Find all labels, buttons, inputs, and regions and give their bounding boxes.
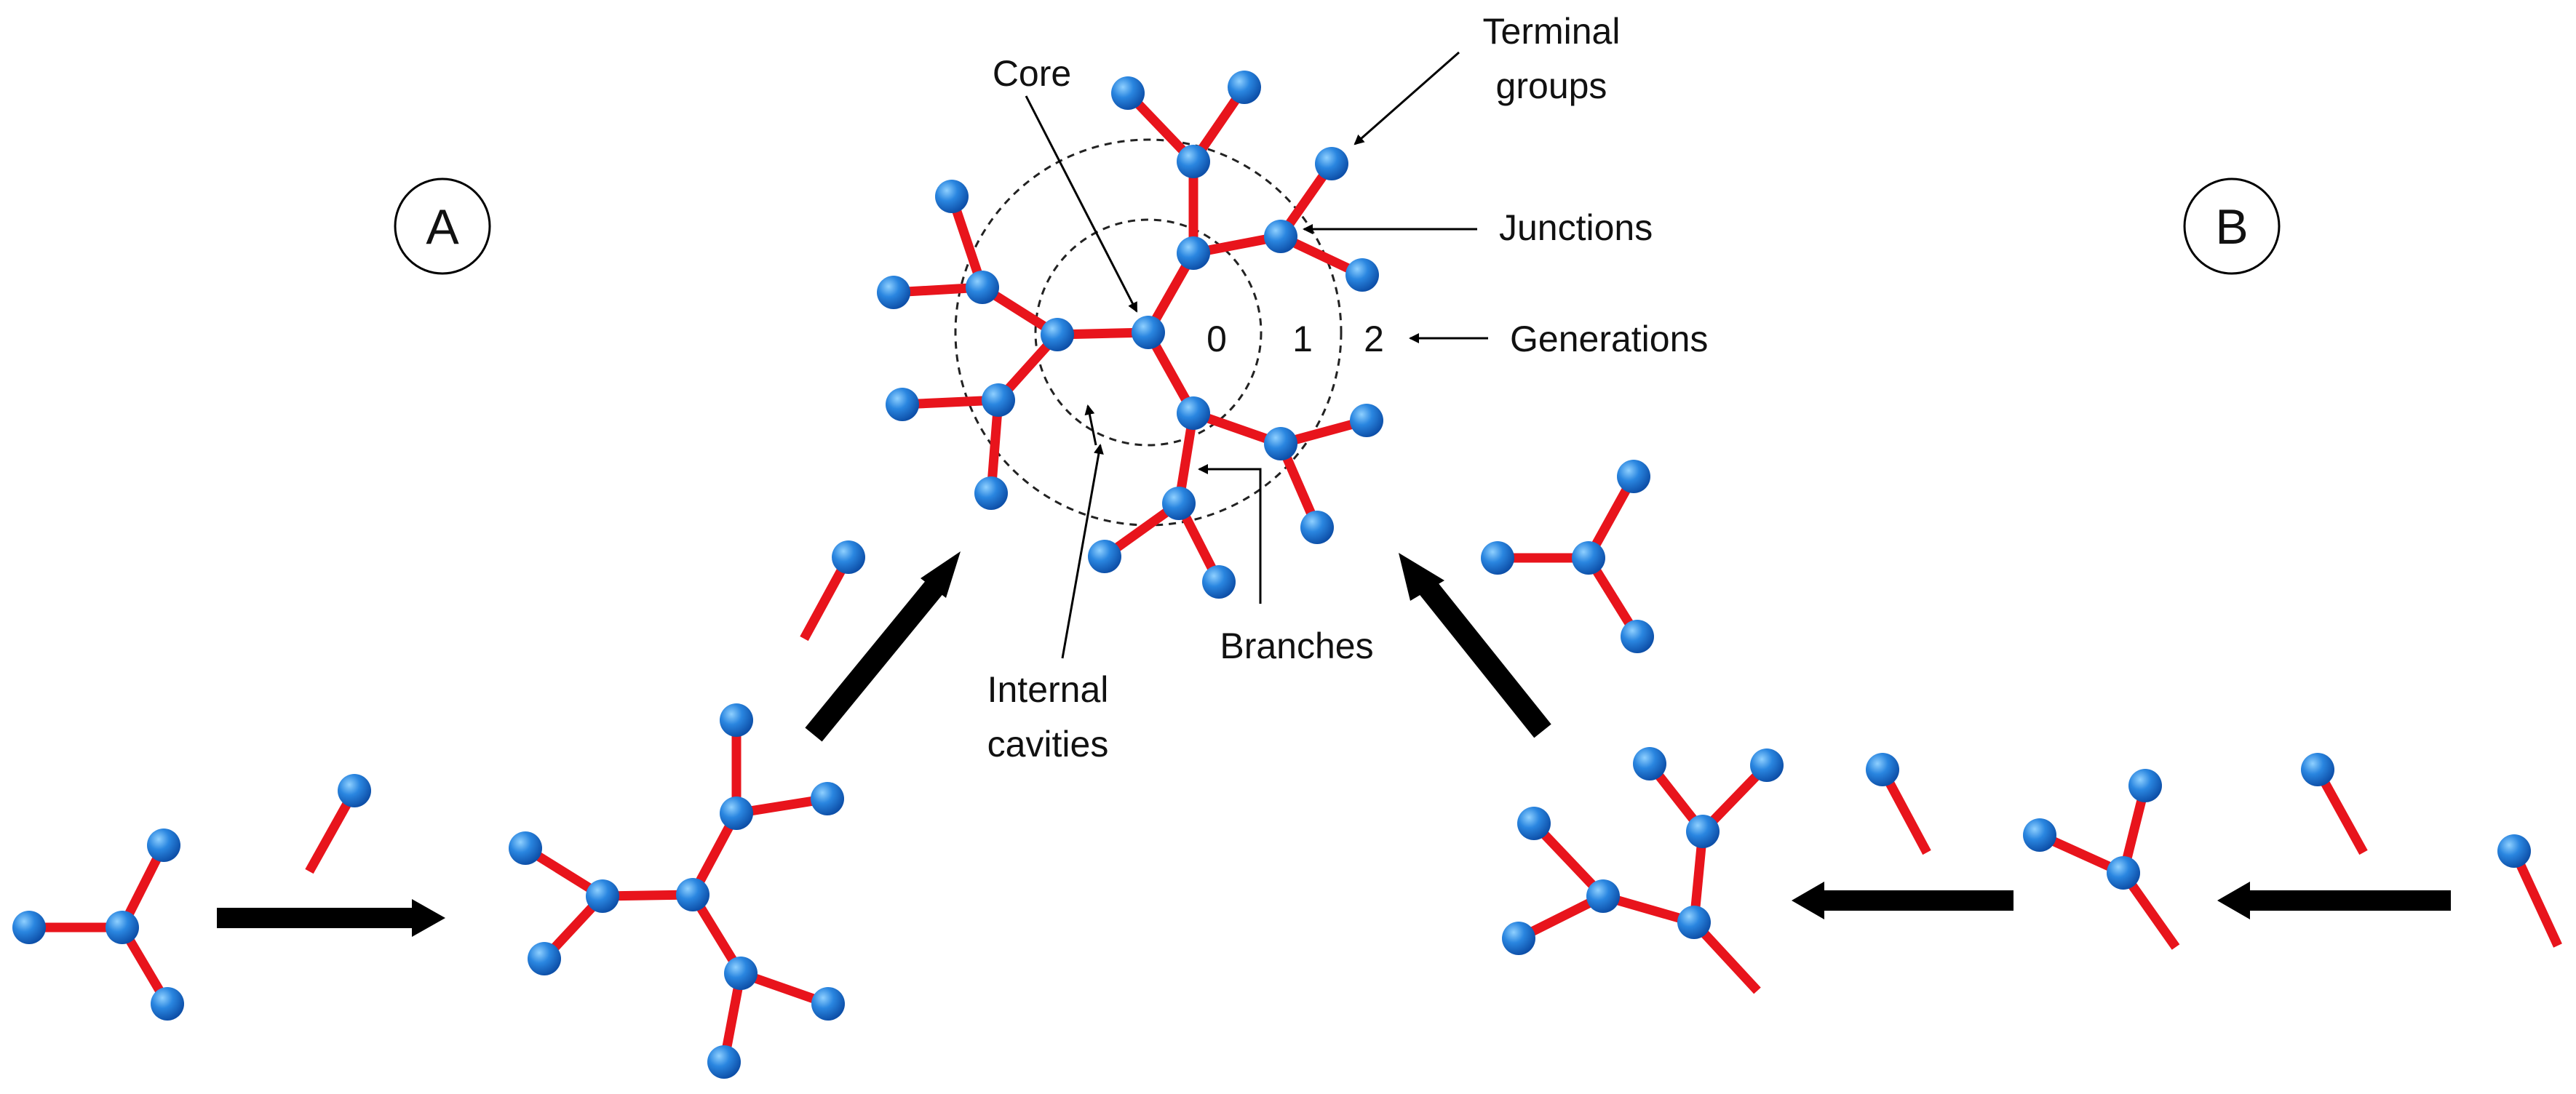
branch-b2-atom-h bbox=[2301, 753, 2334, 786]
dendron-b-atom-l1 bbox=[1517, 807, 1551, 840]
monomer-b-atom-c bbox=[1572, 541, 1605, 575]
dendrimer-atom-e bbox=[1264, 427, 1297, 460]
dendrimer-atom-t3 bbox=[886, 388, 919, 421]
generation-number-2: 2 bbox=[1364, 319, 1384, 359]
monomer-a-atom-l bbox=[12, 911, 46, 944]
monomer-b-atom-l bbox=[1481, 541, 1514, 575]
cavities-pointer-arrow bbox=[1061, 444, 1104, 659]
dendrimer-atom-t6 bbox=[1228, 71, 1261, 104]
cavities-pointer-arrow-2 bbox=[1084, 404, 1097, 446]
dendron-b-atom-u bbox=[1686, 815, 1720, 848]
branch-a1-atom-h bbox=[338, 774, 371, 807]
dendron-a-atom-l2 bbox=[528, 942, 561, 975]
core-label: Core bbox=[993, 53, 1071, 94]
core-pointer-arrow bbox=[1025, 95, 1138, 313]
focal-b-atom-c bbox=[2107, 856, 2140, 890]
dendrimer-atom-t12 bbox=[1088, 540, 1121, 573]
branch-b3-atom-h bbox=[2497, 834, 2531, 868]
process-arrow-up-right bbox=[805, 551, 961, 742]
dendrimer-atom-t8 bbox=[1345, 258, 1379, 292]
monomer-b-atom-u bbox=[1617, 460, 1650, 493]
dendron-b-atom-l2 bbox=[1502, 922, 1535, 955]
dendrimer-atom-a bbox=[966, 271, 999, 304]
dendrimer-atom-t5 bbox=[1111, 76, 1145, 110]
panel-b-circle bbox=[2183, 177, 2281, 275]
dendron-a-atom-u1 bbox=[720, 703, 753, 737]
dendron-a-atom-d bbox=[724, 957, 758, 990]
panel-b-label: B bbox=[2215, 199, 2248, 255]
dendrimer-atom-d bbox=[1264, 220, 1297, 253]
atoms-layer bbox=[12, 71, 2531, 1079]
internal-cavities-label-1: Internal bbox=[987, 669, 1109, 710]
dendron-a-atom-u2 bbox=[811, 782, 844, 815]
panel-a-label: A bbox=[426, 199, 459, 255]
dendron-a-atom-d1 bbox=[811, 987, 845, 1021]
monomer-b-atom-d bbox=[1621, 620, 1654, 653]
branches-label: Branches bbox=[1220, 626, 1373, 666]
dendrimer-atom-t11 bbox=[1202, 565, 1236, 599]
dendrimer-atom-c bbox=[1177, 145, 1210, 178]
dendrimer-atom-core bbox=[1132, 316, 1165, 349]
dendron-b-atom-u1 bbox=[1633, 747, 1666, 780]
dendron-b-atom-u2 bbox=[1750, 748, 1784, 782]
monomer-a-atom-c bbox=[106, 911, 139, 944]
dendron-a-atom-l bbox=[586, 879, 619, 913]
dendron-a-atom-d2 bbox=[707, 1045, 741, 1079]
internal-cavities-label-2: cavities bbox=[987, 724, 1109, 764]
dendrimer-atom-j3 bbox=[1177, 396, 1210, 430]
dendrimer-atom-j2 bbox=[1177, 236, 1210, 270]
branch-b3-bond bbox=[2510, 849, 2562, 948]
terminal-groups-label-2: groups bbox=[1496, 65, 1607, 106]
terminal-groups-label-1: Terminal bbox=[1483, 11, 1621, 52]
branches-pointer-arrow bbox=[1198, 464, 1262, 604]
process-arrow-right bbox=[217, 899, 445, 937]
monomer-a-atom-d bbox=[151, 987, 184, 1021]
dendrimer-atom-t4 bbox=[974, 476, 1008, 510]
junctions-label: Junctions bbox=[1499, 207, 1653, 248]
dendron-a-atom-c bbox=[676, 878, 709, 911]
dendrimer-atom-t10 bbox=[1300, 511, 1334, 544]
dendrimer-atom-t9 bbox=[1350, 404, 1383, 437]
branch-a2-atom-h bbox=[832, 540, 865, 574]
terminal-pointer-arrow bbox=[1353, 51, 1460, 145]
dendrimer-atom-b bbox=[982, 383, 1015, 417]
dendrimer-atom-t2 bbox=[935, 180, 969, 213]
panel-a-circle bbox=[394, 177, 491, 275]
branch-b1-atom-h bbox=[1866, 753, 1899, 786]
dendrimer-atom-t1 bbox=[877, 276, 910, 309]
focal-b-atom-u bbox=[2128, 769, 2162, 802]
generations-label: Generations bbox=[1510, 319, 1708, 359]
dendrimer-atom-f bbox=[1162, 487, 1196, 520]
focal-b-atom-l bbox=[2023, 818, 2056, 852]
dendron-a-atom-u bbox=[720, 796, 753, 830]
generation-ring-inner bbox=[1034, 218, 1263, 447]
generation-number-0: 0 bbox=[1206, 319, 1227, 359]
dendron-b-atom-j bbox=[1677, 906, 1711, 939]
monomer-a-atom-u bbox=[147, 829, 180, 862]
process-arrow-left-2 bbox=[2217, 882, 2451, 919]
process-arrow-up-left bbox=[1399, 553, 1551, 738]
dendrimer-atom-j1 bbox=[1041, 318, 1074, 351]
dendron-b-atom-c bbox=[1586, 879, 1620, 913]
generation-number-1: 1 bbox=[1292, 319, 1313, 359]
dendrimer-atom-t7 bbox=[1315, 147, 1348, 180]
process-arrow-left-1 bbox=[1792, 882, 2014, 919]
dendron-a-atom-l1 bbox=[509, 831, 542, 865]
